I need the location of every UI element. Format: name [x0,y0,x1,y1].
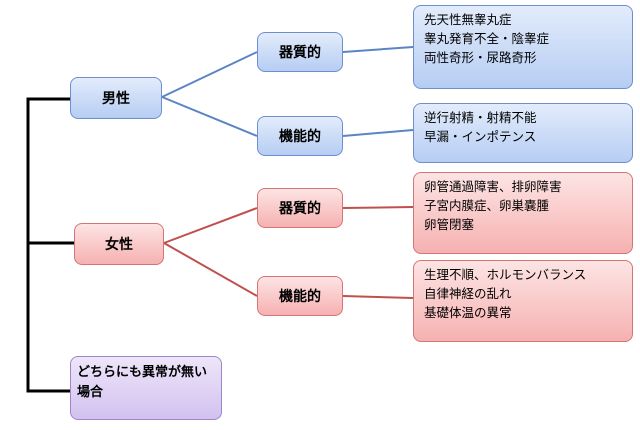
female-branch-lines [163,206,414,299]
female-organic-details: 卵管通過障害、排卵障害 子宮内膜症、卵巣嚢腫 卵管閉塞 [413,172,633,254]
no-abnormality-node: どちらにも異常が無い場合 [70,356,222,420]
female-node: 女性 [74,223,164,265]
male-branch-lines [161,46,414,137]
male-organic-details: 先天性無睾丸症 睾丸発育不全・陰睾症 両性奇形・尿路奇形 [413,5,633,89]
detail-item: 生理不順、ホルモンバランス [424,267,587,282]
male-functional-node: 機能的 [257,116,343,156]
male-organic-node: 器質的 [257,32,343,72]
female-organic-node: 器質的 [257,188,343,228]
female-functional-details: 生理不順、ホルモンバランス 自律神経の乱れ 基礎体温の異常 [413,260,633,342]
detail-item: 早漏・インポテンス [424,129,537,144]
detail-item: 子宮内膜症、卵巣嚢腫 [424,198,550,213]
female-functional-node: 機能的 [257,276,343,316]
detail-item: 逆行射精・射精不能 [424,110,537,125]
detail-item: 卵管閉塞 [424,217,475,232]
detail-item: 基礎体温の異常 [424,305,512,320]
detail-item: 先天性無睾丸症 [424,12,512,27]
trunk-bracket [26,97,74,393]
detail-item: 両性奇形・尿路奇形 [424,50,537,65]
detail-item: 卵管通過障害、排卵障害 [424,179,562,194]
detail-item: 睾丸発育不全・陰睾症 [424,31,550,46]
detail-item: 自律神経の乱れ [424,286,512,301]
male-node: 男性 [70,77,162,119]
male-functional-details: 逆行射精・射精不能 早漏・インポテンス [413,103,633,163]
